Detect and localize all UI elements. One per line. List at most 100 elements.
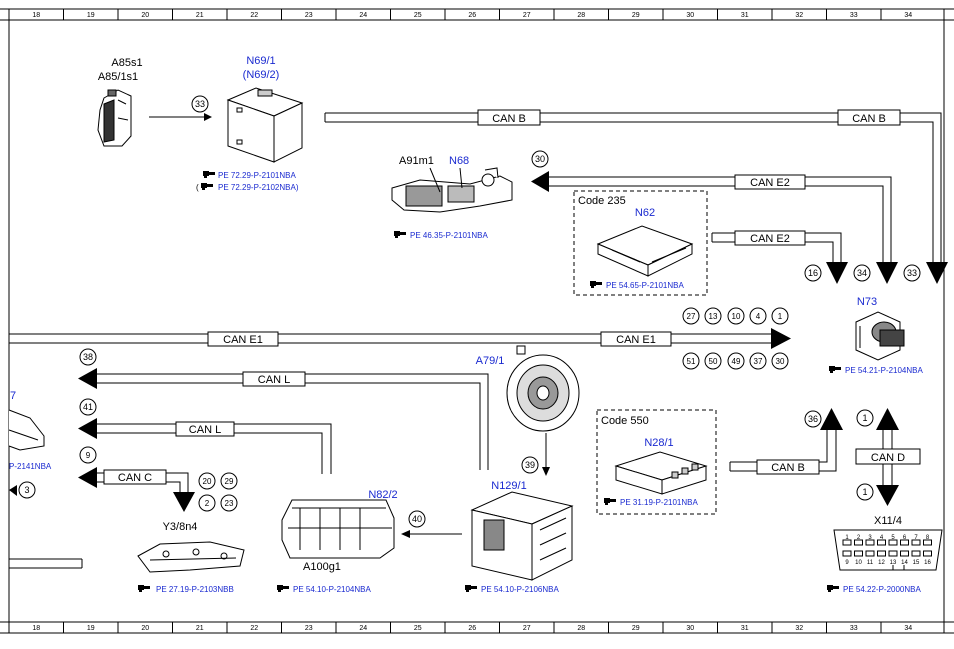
a91m1-ref: PE 46.35-P-2101NBA xyxy=(394,231,488,240)
x11-pin-number: 3 xyxy=(868,535,872,541)
svg-text:37: 37 xyxy=(754,357,763,366)
a79-1-label: A79/1 xyxy=(476,355,505,367)
svg-text:2: 2 xyxy=(205,499,210,508)
x11-4-ref: PE 54.22-P-2000NBA xyxy=(827,585,921,594)
svg-text:CAN L: CAN L xyxy=(189,424,221,436)
column-number-top: 19 xyxy=(87,12,95,19)
can-l-bus-upper xyxy=(97,373,489,470)
n82-ref: PE 54.10-P-2104NBA xyxy=(277,585,371,594)
x11-pin xyxy=(900,550,909,557)
column-number-top: 29 xyxy=(632,12,640,19)
n28-1-module-drawing xyxy=(614,451,708,495)
svg-text:CAN B: CAN B xyxy=(852,113,886,125)
n73-ignition-switch-drawing xyxy=(855,311,905,361)
code-550-box xyxy=(596,409,717,515)
x11-pin-number: 13 xyxy=(890,560,897,566)
arrowhead-n82 xyxy=(401,530,410,538)
can-e1-circles-top: 27 13 10 4 1 xyxy=(682,307,789,325)
n69-ref-2: ( PE 72.29-P-2102NBA) xyxy=(196,183,299,192)
svg-text:CAN E1: CAN E1 xyxy=(223,334,263,346)
column-number-top: 34 xyxy=(904,12,912,19)
x11-pin xyxy=(911,550,921,557)
x11-pin-number: 8 xyxy=(926,535,930,541)
n129-1-label: N129/1 xyxy=(491,480,526,492)
n62-ref: PE 54.65-P-2101NBA xyxy=(590,281,684,290)
left-bottom-wire xyxy=(9,558,83,569)
n62-label: N62 xyxy=(635,207,655,219)
svg-text:(: ( xyxy=(196,183,199,192)
n28-1-ref: PE 31.19-P-2101NBA xyxy=(604,498,698,507)
a91m1-actuator-drawing xyxy=(391,167,513,213)
circle-16: 16 xyxy=(804,264,822,282)
column-number-bottom: 33 xyxy=(850,625,858,632)
can-b-label-2: CAN B xyxy=(837,109,901,126)
svg-text:CAN B: CAN B xyxy=(771,462,805,474)
circle-3: 3 xyxy=(18,481,36,499)
can-e2-label-1: CAN E2 xyxy=(734,174,806,190)
arrow-left-can-l-1 xyxy=(78,368,97,389)
column-number-bottom: 32 xyxy=(795,625,803,632)
column-number-top: 31 xyxy=(741,12,749,19)
svg-text:PE 31.19-P-2101NBA: PE 31.19-P-2101NBA xyxy=(620,498,698,507)
column-number-bottom: 31 xyxy=(741,625,749,632)
can-d-label: CAN D xyxy=(855,448,921,465)
svg-text:13: 13 xyxy=(709,312,718,321)
arrow-right-can-e1 xyxy=(771,328,791,349)
arrow-left-3 xyxy=(9,485,17,496)
y3-8n4-valve-body-drawing xyxy=(137,541,245,573)
arrow-left-can-e2 xyxy=(531,171,549,192)
x11-pin-number: 1 xyxy=(845,535,849,541)
svg-text:PE 54.21-P-2104NBA: PE 54.21-P-2104NBA xyxy=(845,366,923,375)
circle-39: 39 xyxy=(521,456,539,474)
code-235-box xyxy=(573,190,708,296)
column-number-top: 27 xyxy=(523,12,531,19)
arrowhead-n69 xyxy=(204,113,212,121)
svg-text:33: 33 xyxy=(907,268,917,278)
column-number-bottom: 28 xyxy=(577,625,585,632)
n129-ref: PE 54.10-P-2106NBA xyxy=(465,585,559,594)
column-number-top: 28 xyxy=(577,12,585,19)
svg-text:PE 54.65-P-2101NBA: PE 54.65-P-2101NBA xyxy=(606,281,684,290)
arrowhead-n129 xyxy=(542,467,550,476)
svg-text:51: 51 xyxy=(687,357,696,366)
x11-pin xyxy=(854,539,863,546)
x11-pin-number: 14 xyxy=(901,560,908,566)
svg-text:49: 49 xyxy=(732,357,741,366)
x11-pin-number: 4 xyxy=(880,535,884,541)
x11-pin-number: 5 xyxy=(891,535,895,541)
can-e2-label-2: CAN E2 xyxy=(734,230,806,246)
x11-4-label: X11/4 xyxy=(874,515,902,527)
can-e1-label-1: CAN E1 xyxy=(207,331,279,347)
column-number-bottom: 25 xyxy=(414,625,422,632)
n82-2-label: N82/2 xyxy=(368,489,397,501)
svg-text:40: 40 xyxy=(412,514,422,524)
circle-33-right: 33 xyxy=(903,264,921,282)
svg-text:CAN L: CAN L xyxy=(258,374,290,386)
svg-text:4: 4 xyxy=(756,312,761,321)
svg-text:23: 23 xyxy=(225,499,234,508)
can-l-label-2: CAN L xyxy=(175,421,235,437)
can-e1-circles-bottom: 51 50 49 37 30 xyxy=(682,352,789,370)
svg-text:CAN E2: CAN E2 xyxy=(750,233,790,245)
circle-1-upper: 1 xyxy=(856,409,874,427)
left-module-ref: P-2141NBA xyxy=(9,462,52,471)
svg-text:30: 30 xyxy=(535,154,545,164)
arrow-down-can-d xyxy=(876,485,899,506)
x11-pin xyxy=(877,539,886,546)
arrow-down-33 xyxy=(926,262,948,284)
svg-text:50: 50 xyxy=(709,357,718,366)
can-e2-bus-upper xyxy=(548,176,892,262)
a85s1-switch-drawing xyxy=(97,89,132,147)
svg-text:41: 41 xyxy=(83,402,93,412)
column-number-bottom: 20 xyxy=(141,625,149,632)
x11-pin-number: 16 xyxy=(924,560,931,566)
column-number-bottom: 22 xyxy=(250,625,258,632)
x11-pin xyxy=(888,550,898,557)
arrow-up-36 xyxy=(820,408,843,430)
can-c-circles: 9 20 29 2 23 xyxy=(79,446,238,512)
svg-text:39: 39 xyxy=(525,460,535,470)
column-number-top: 20 xyxy=(141,12,149,19)
svg-text:PE 54.22-P-2000NBA: PE 54.22-P-2000NBA xyxy=(843,585,921,594)
arrow-down-16 xyxy=(826,262,848,284)
